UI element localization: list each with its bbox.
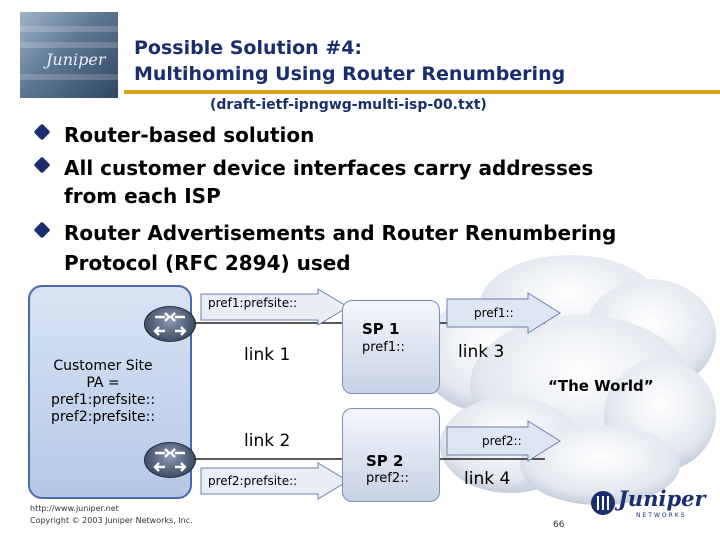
footer-url: http://www.juniper.net [30, 504, 119, 513]
page-title-line2: Multihoming Using Router Renumbering [134, 63, 566, 85]
sp1-title: SP 1 [362, 320, 400, 338]
bullet-3-line-2: Protocol (RFC 2894) used [64, 251, 351, 275]
link-1-label: link 1 [244, 345, 291, 365]
router-1-icon [144, 306, 196, 342]
customer-site-line-4: pref2:prefsite:: [50, 409, 156, 425]
bullet-1-line-1: Router-based solution [64, 123, 315, 147]
the-world-label: “The World” [548, 377, 654, 395]
link-4-label: link 4 [464, 469, 511, 489]
customer-site-line-1: Customer Site [53, 358, 153, 374]
arrow-sp2-pref-label: pref2:: [482, 434, 522, 448]
customer-site-label: Customer Site PA = pref1:prefsite:: pref… [28, 358, 178, 426]
photo-logo-text: Juniper [46, 50, 106, 69]
arrow-pref1-prefsite-label: pref1:prefsite:: [208, 296, 298, 310]
bullet-3-line-1: Router Advertisements and Router Renumbe… [64, 221, 617, 245]
sp1-prefix: pref1:: [362, 340, 405, 355]
arrow-pref1-prefsite [200, 288, 349, 326]
bullet-2-line-1: All customer device interfaces carry add… [64, 156, 594, 180]
router-2-icon [144, 442, 196, 478]
header-photo: Juniper [20, 12, 118, 98]
bullet-2-line-2: from each ISP [64, 184, 221, 208]
sp1-box [342, 300, 440, 394]
juniper-logo-subtext: NETWORKS [636, 512, 687, 519]
sp2-prefix: pref2:: [366, 471, 409, 486]
title-rule [124, 90, 720, 94]
footer-copyright: Copyright © 2003 Juniper Networks, Inc. [30, 516, 193, 525]
page-title-line1: Possible Solution #4: [134, 37, 363, 59]
juniper-logo-text: Juniper [618, 486, 706, 511]
arrow-sp2-pref [446, 420, 561, 462]
link-2-label: link 2 [244, 431, 291, 451]
arrow-pref2-prefsite-label: pref2:prefsite:: [208, 474, 298, 488]
juniper-logo: Juniper NETWORKS [590, 486, 706, 520]
page-number: 66 [553, 520, 565, 530]
juniper-logo-icon [591, 491, 615, 515]
arrow-sp1-pref-label: pref1:: [474, 306, 514, 320]
sp2-box [342, 408, 440, 502]
sp2-title: SP 2 [366, 452, 404, 470]
customer-site-line-3: pref1:prefsite:: [50, 392, 156, 408]
customer-site-line-2: PA = [86, 375, 120, 391]
page-subtitle: (draft-ietf-ipngwg-multi-isp-00.txt) [210, 97, 487, 113]
link-3-label: link 3 [458, 342, 505, 362]
arrow-sp1-pref [446, 292, 561, 334]
arrow-pref2-prefsite [200, 462, 349, 500]
